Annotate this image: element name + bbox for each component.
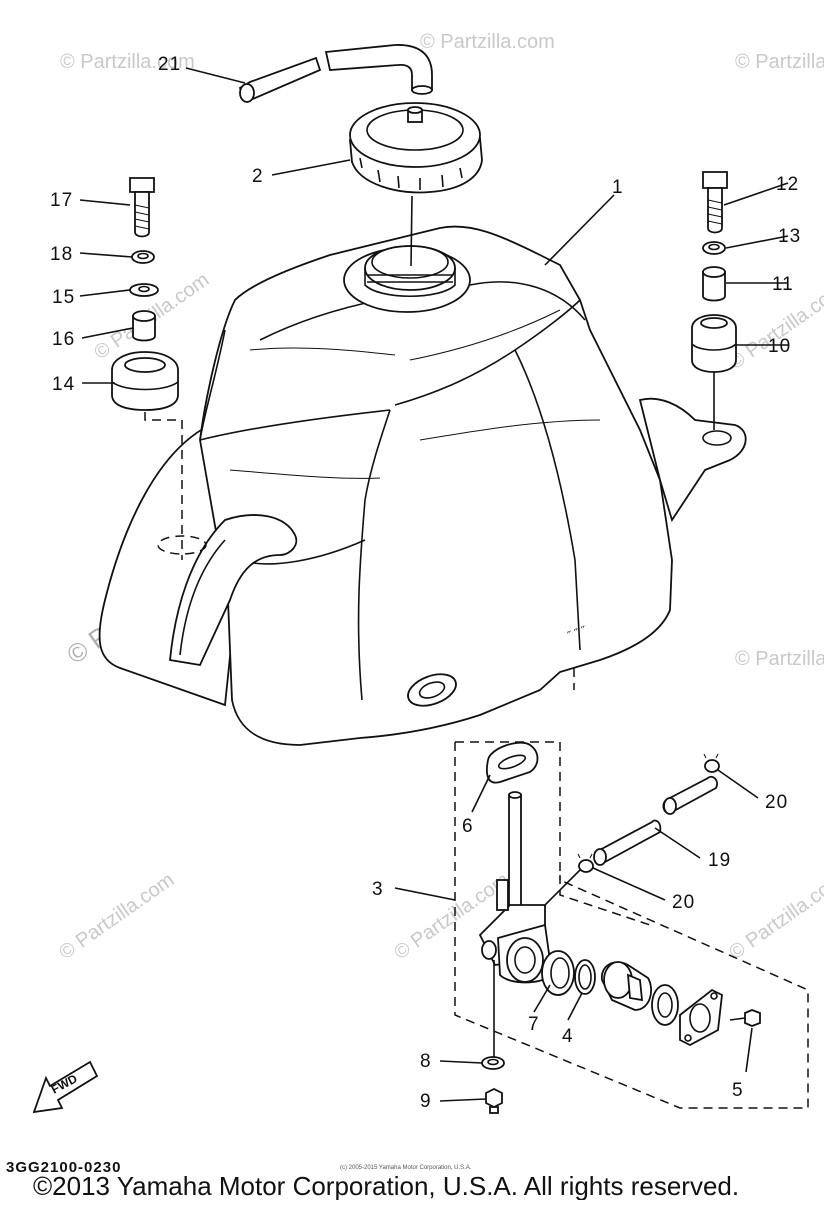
leader-lines [79, 67, 789, 1102]
forward-arrow: FWD [32, 1060, 99, 1114]
callout-21: 21 [158, 54, 181, 75]
breather-hose [238, 44, 433, 103]
small-copyright: (c) 2005-2015 Yamaha Motor Corporation, … [340, 1165, 472, 1171]
callout-4: 4 [562, 1026, 574, 1047]
callout-6: 6 [462, 816, 474, 837]
callout-17: 17 [50, 190, 73, 211]
callout-20-lower: 20 [672, 892, 695, 913]
watermark-text: © Partzilla.com [725, 869, 824, 964]
callout-10: 10 [768, 336, 791, 357]
watermark-text: © Partzilla.com [60, 51, 195, 73]
callout-numbers: 1 2 3 4 5 6 7 8 9 10 11 12 13 14 15 16 1… [50, 54, 801, 1112]
callout-12: 12 [776, 174, 799, 195]
callout-14: 14 [52, 374, 75, 395]
callout-13: 13 [778, 226, 801, 247]
fuel-hose [577, 753, 720, 873]
callout-3: 3 [372, 879, 384, 900]
fuel-cap [349, 102, 483, 267]
watermark-text: © Partzilla.com [735, 648, 824, 670]
svg-text:˶ ˶ ˶: ˶ ˶ ˶ [563, 618, 587, 638]
callout-19: 19 [708, 850, 731, 871]
callout-16: 16 [52, 329, 75, 350]
callout-5: 5 [732, 1080, 744, 1101]
fuel-tank: ˶ ˶ ˶ [98, 225, 747, 746]
callout-8: 8 [420, 1051, 432, 1072]
watermark-text: © Partzilla.com [55, 869, 178, 964]
right-mount-hardware [691, 171, 737, 430]
callout-18: 18 [50, 244, 73, 265]
callout-9: 9 [420, 1091, 432, 1112]
left-mount-hardware [111, 177, 183, 560]
callout-20-upper: 20 [765, 792, 788, 813]
callout-11: 11 [772, 274, 794, 295]
diagram-code: 3GG2100-0230 [6, 1159, 121, 1176]
callout-2: 2 [252, 166, 264, 187]
watermark-text: © Partzilla.com [735, 51, 824, 73]
watermark-text: © Partzilla.com [420, 31, 555, 53]
fuel-cock-assembly [454, 668, 809, 1114]
copyright-notice: ©2013 Yamaha Motor Corporation, U.S.A. A… [33, 1171, 739, 1200]
callout-1: 1 [612, 177, 624, 198]
callout-7: 7 [528, 1014, 540, 1035]
callout-15: 15 [52, 287, 75, 308]
